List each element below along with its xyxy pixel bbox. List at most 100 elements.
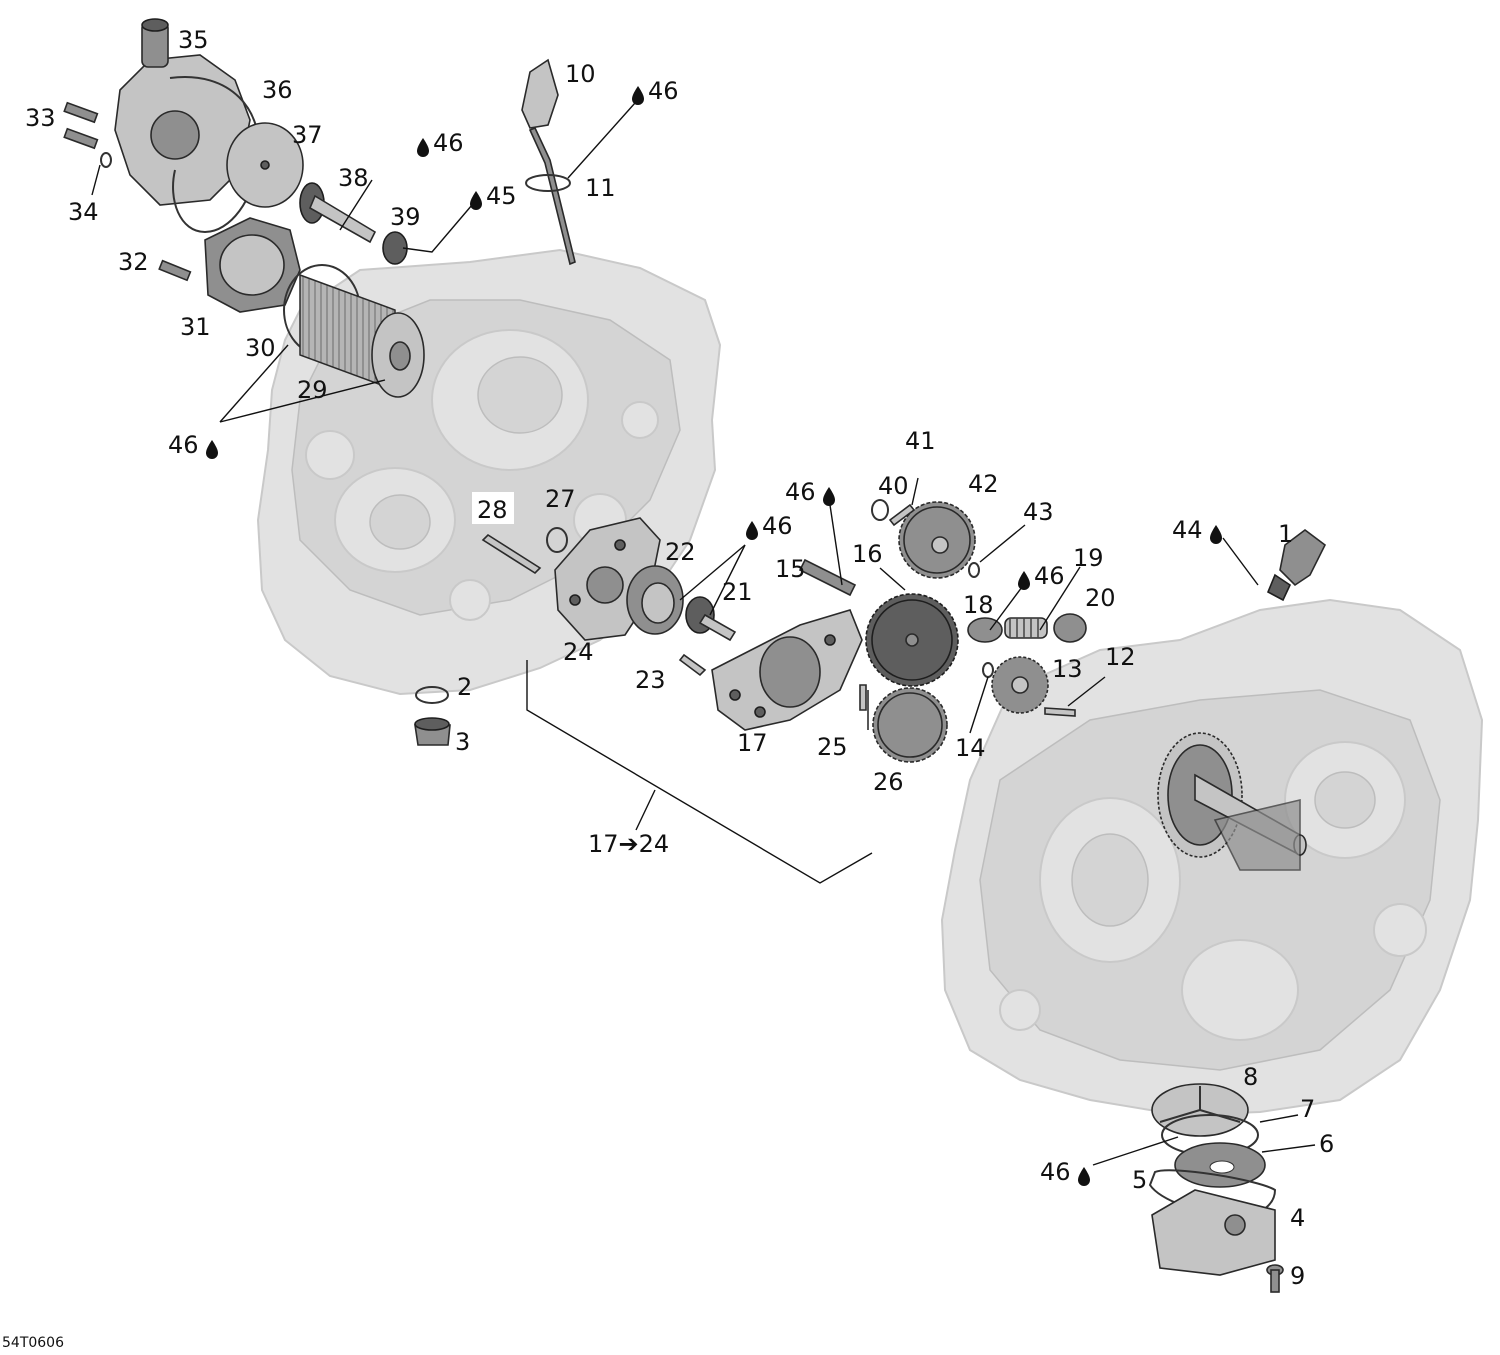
oil-filter-29: [283, 264, 425, 398]
oil-drop-icon: [632, 86, 644, 105]
gear-42: [898, 501, 976, 579]
svg-text:46: 46: [168, 431, 199, 459]
svg-text:17➔24: 17➔24: [588, 830, 669, 858]
oil-drop-icon: [746, 521, 758, 540]
callout-33: 33: [25, 104, 56, 132]
callout-21: 21: [722, 578, 753, 606]
callout-31: 31: [180, 313, 211, 341]
clip-43: [968, 562, 980, 578]
callout-37: 37: [292, 121, 323, 149]
lube-callout-46-dipstick: 46: [632, 77, 679, 105]
lube-callout-45-seal: 45: [470, 182, 517, 210]
washer-40: [871, 499, 889, 521]
callout-28-box: 28: [472, 492, 514, 524]
crankshaft-gear: [1157, 732, 1307, 871]
pin-25: [859, 684, 867, 711]
lube-callout-44-sensor: 44: [1172, 516, 1222, 544]
callout-17: 17: [737, 729, 768, 757]
callout-1: 1: [1278, 520, 1293, 548]
callout-36: 36: [262, 76, 293, 104]
o-ring-11: [525, 174, 571, 192]
oil-pressure-sensor-1: [1266, 529, 1327, 602]
reference-code: 54T0606: [2, 1335, 64, 1351]
callout-27: 27: [545, 485, 576, 513]
callout-4: 4: [1290, 1204, 1305, 1232]
crankcase-ghost-right: [940, 598, 1484, 1117]
callout-11: 11: [585, 174, 616, 202]
callout-3: 3: [455, 728, 470, 756]
callout-20: 20: [1085, 584, 1116, 612]
leader-lines: [91, 102, 1316, 1166]
callout-23: 23: [635, 666, 666, 694]
svg-text:46: 46: [762, 512, 793, 540]
callout-18: 18: [963, 591, 994, 619]
oil-drop-icon: [417, 138, 429, 157]
o-ring-2: [415, 686, 449, 704]
callout-9: 9: [1290, 1262, 1305, 1290]
gear-16: [865, 593, 959, 687]
lube-callout-46-pump-rotor: 46: [746, 512, 793, 540]
oil-drop-icon: [1210, 525, 1222, 544]
ring-27: [546, 527, 568, 553]
clip-14: [982, 662, 994, 678]
callout-30: 30: [245, 334, 276, 362]
callout-19: 19: [1073, 544, 1104, 572]
callout-13: 13: [1052, 655, 1083, 683]
lube-callout-46-strainer: 46: [1040, 1158, 1090, 1186]
plug-20: [1053, 613, 1087, 643]
oil-drop-icon: [1078, 1167, 1090, 1186]
lube-callout-46-filter: 46: [168, 431, 218, 459]
screws-33: [63, 101, 99, 150]
callout-5: 5: [1132, 1166, 1147, 1194]
rotor-22: [626, 565, 684, 635]
strainer-8: [1151, 1083, 1249, 1137]
callout-8: 8: [1243, 1063, 1258, 1091]
pin-23: [678, 653, 707, 677]
rotor-shaft-21: [685, 596, 737, 642]
callout-7: 7: [1300, 1095, 1315, 1123]
callout-24: 24: [563, 638, 594, 666]
callout-34: 34: [68, 198, 99, 226]
gasket-6: [1174, 1142, 1266, 1188]
svg-text:46: 46: [1034, 562, 1065, 590]
impeller-37: [226, 122, 304, 208]
callout-41: 41: [905, 427, 936, 455]
pin-28: [481, 533, 542, 575]
spring-19: [1004, 617, 1048, 639]
callout-2: 2: [457, 673, 472, 701]
svg-text:46: 46: [433, 129, 464, 157]
callout-29: 29: [297, 376, 328, 404]
gear-26: [872, 687, 948, 763]
dipstick-10: [521, 58, 576, 266]
callout-39: 39: [390, 203, 421, 231]
callout-15: 15: [775, 555, 806, 583]
callout-43: 43: [1023, 498, 1054, 526]
oil-drop-icon: [823, 487, 835, 506]
svg-text:46: 46: [1040, 1158, 1071, 1186]
screw-9: [1266, 1264, 1284, 1293]
lube-callout-46-plunger: 46: [1018, 562, 1065, 590]
callout-40: 40: [878, 472, 909, 500]
oil-drop-icon: [1018, 571, 1030, 590]
svg-text:45: 45: [486, 182, 517, 210]
callout-32: 32: [118, 248, 149, 276]
svg-text:46: 46: [785, 478, 816, 506]
callout-12: 12: [1105, 643, 1136, 671]
callout-26: 26: [873, 768, 904, 796]
callout-22: 22: [665, 538, 696, 566]
assembly-range-label: 17➔24: [588, 830, 669, 858]
drain-plug-3: [414, 717, 451, 746]
callout-38: 38: [338, 164, 369, 192]
lube-callout-46-shaft: 46: [417, 129, 464, 157]
pump-shaft-38: [299, 182, 377, 244]
pin-41: [888, 503, 916, 527]
shaft-15: [798, 558, 857, 597]
gear-13: [991, 656, 1049, 714]
water-pump-housing: [114, 18, 260, 234]
lube-callout-46-shaft-15: 46: [785, 478, 835, 506]
callout-16: 16: [852, 540, 883, 568]
callout-42: 42: [968, 470, 999, 498]
callout-35: 35: [178, 26, 209, 54]
assembly-bracket: [526, 660, 873, 884]
